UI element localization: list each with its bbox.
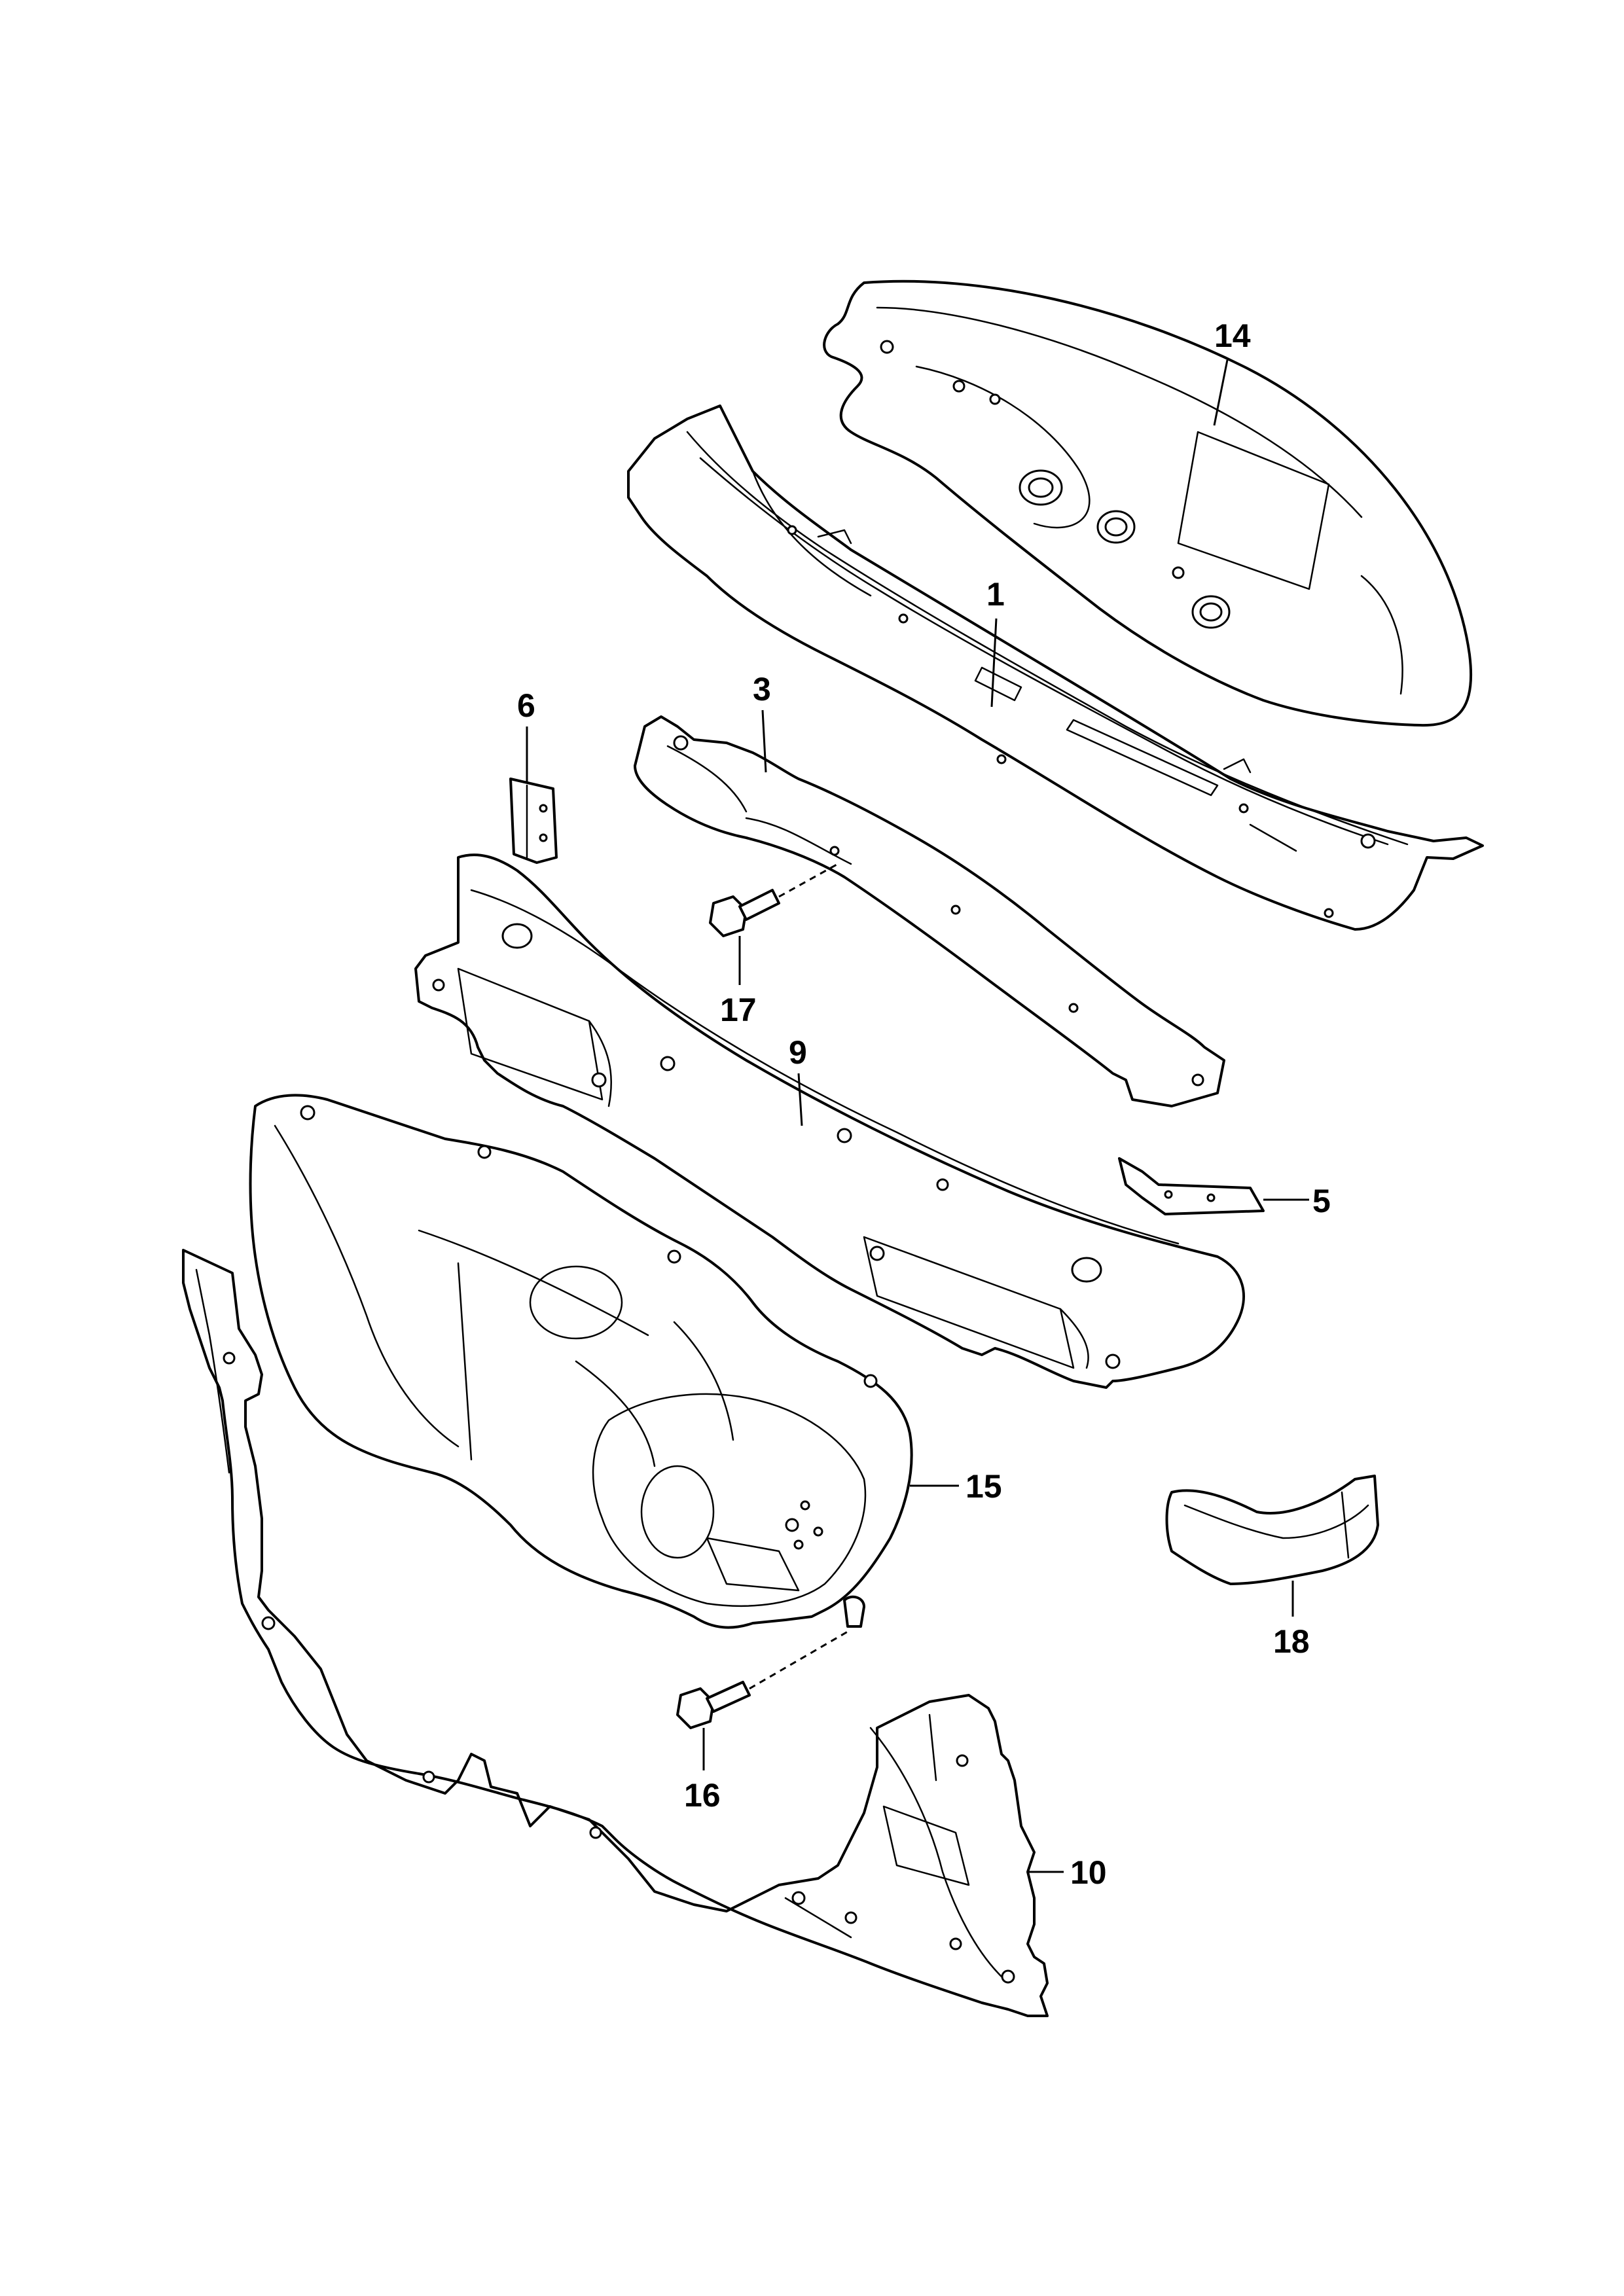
leader-9 bbox=[797, 1073, 803, 1126]
leader-1 bbox=[990, 618, 998, 708]
part-15-dash-insulator bbox=[249, 1094, 913, 1629]
part-10-lower-dash-panel bbox=[182, 1249, 1049, 2017]
callout-10: 10 bbox=[1070, 1854, 1107, 1891]
callout-3: 3 bbox=[753, 671, 771, 708]
part-14-insulation-panel bbox=[823, 279, 1473, 727]
callout-16: 16 bbox=[684, 1777, 721, 1814]
part-5-plate bbox=[1118, 1157, 1265, 1215]
part-17-bolt bbox=[709, 863, 839, 937]
callout-18: 18 bbox=[1273, 1623, 1310, 1660]
part-18-bracket bbox=[1165, 1475, 1379, 1585]
part-9-plenum-panel bbox=[414, 853, 1245, 1389]
callout-5: 5 bbox=[1312, 1183, 1331, 1219]
callout-6: 6 bbox=[517, 687, 535, 724]
leader-lines bbox=[526, 359, 1309, 1873]
callout-1: 1 bbox=[986, 576, 1005, 613]
leader-14 bbox=[1213, 359, 1229, 426]
callout-15: 15 bbox=[965, 1468, 1002, 1505]
callout-14: 14 bbox=[1214, 317, 1251, 354]
part-16-bolt bbox=[676, 1595, 865, 1729]
callout-17: 17 bbox=[720, 992, 757, 1028]
part-6-bracket bbox=[509, 778, 558, 864]
part-3-reinforcement bbox=[634, 715, 1225, 1107]
callout-9: 9 bbox=[789, 1034, 807, 1071]
part-1-cowl-panel bbox=[627, 404, 1484, 931]
callout-labels: 14 1 3 6 17 9 5 15 18 16 10 bbox=[517, 317, 1331, 1891]
leader-3 bbox=[761, 709, 767, 773]
